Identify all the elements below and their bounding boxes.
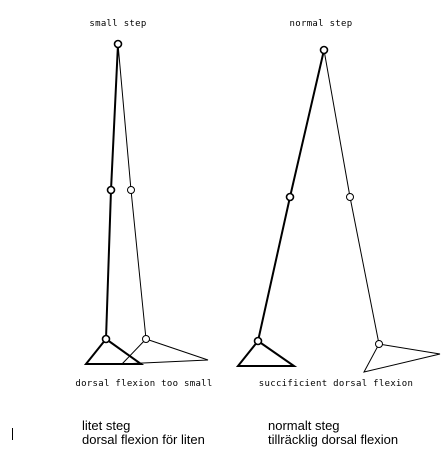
knee-joint-stance <box>285 192 295 202</box>
caption-description: tillräcklig dorsal flexion <box>268 432 399 447</box>
stance-foot <box>83 337 145 365</box>
small-step-figure: small step dorsal flexion too small <box>75 19 212 389</box>
ankle-joint-trailing <box>142 335 150 343</box>
caption-title: litet steg <box>82 418 131 433</box>
normal-step-caption: succificient dorsal flexion <box>259 379 413 389</box>
caption-small-step: litet steg dorsal flexion för liten <box>82 419 205 447</box>
normal-step-figure: normal step succificient dorsal flexion <box>235 19 441 389</box>
caption-description: dorsal flexion för liten <box>82 432 205 447</box>
ankle-joint-stance <box>253 336 263 346</box>
margin-mark <box>12 428 13 440</box>
ankle-joint-trailing <box>375 340 383 348</box>
trailing-foot <box>120 338 209 365</box>
stance-foot <box>235 339 298 367</box>
trailing-foot <box>363 343 441 373</box>
knee-joint-trailing <box>127 186 135 194</box>
small-step-caption: dorsal flexion too small <box>75 379 212 389</box>
caption-normal-step: normalt steg tillräcklig dorsal flexion <box>268 419 398 447</box>
normal-step-title: normal step <box>290 19 353 29</box>
hip-joint <box>319 45 329 55</box>
ankle-joint-stance <box>101 334 111 344</box>
caption-title: normalt steg <box>268 418 340 433</box>
small-step-title: small step <box>89 19 146 29</box>
knee-joint-trailing <box>346 193 354 201</box>
hip-joint <box>113 39 123 49</box>
knee-joint-stance <box>106 185 116 195</box>
